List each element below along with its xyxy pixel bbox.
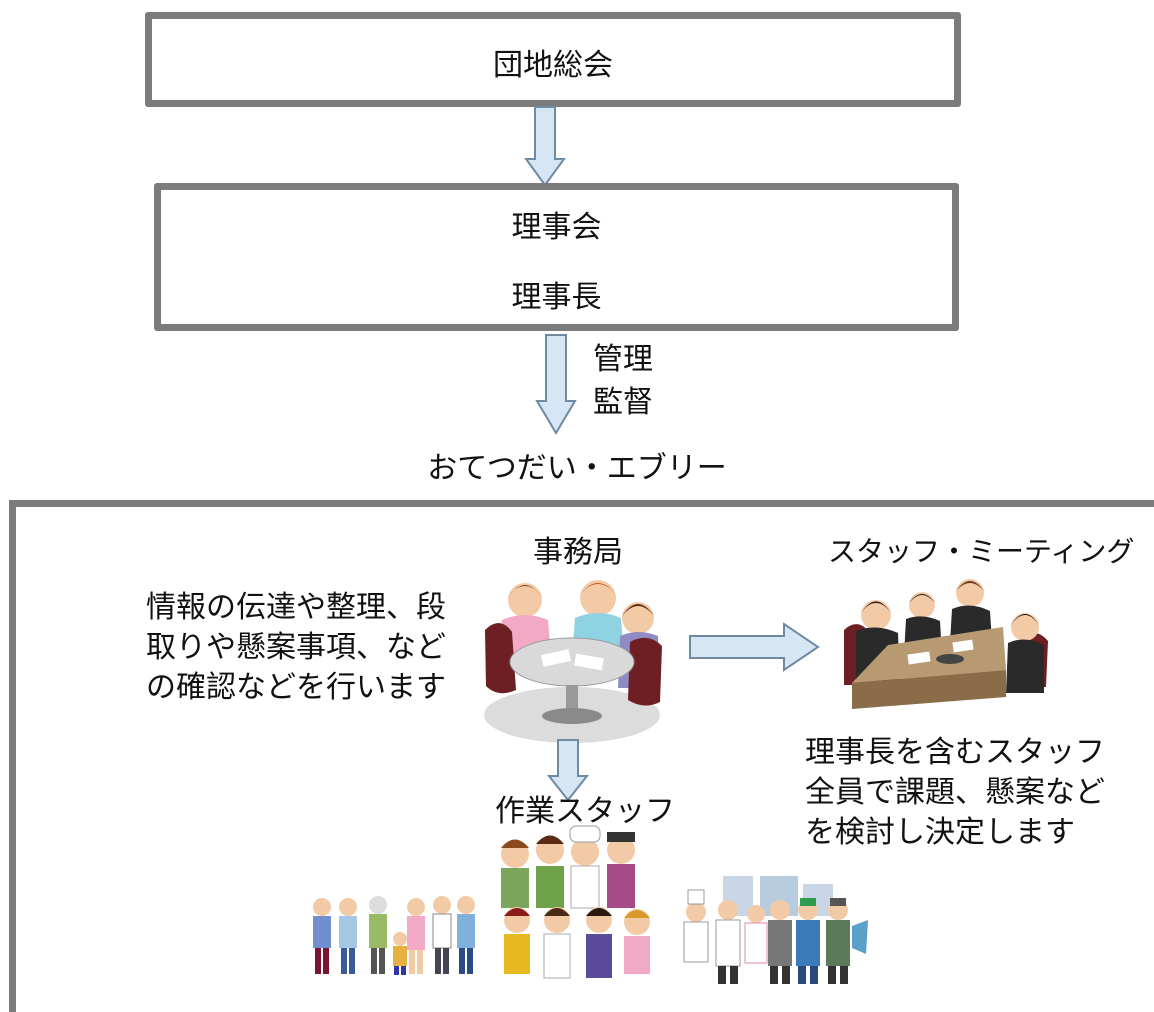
board-box: 理事会 理事長 <box>154 183 959 331</box>
secretariat-description-line: 取りや懸案事項、など <box>146 630 446 665</box>
staff-meeting-description-line: 全員で課題、懸案など <box>805 775 1105 810</box>
oversight-label-management: 管理 <box>593 342 653 377</box>
down-arrow-icon <box>524 106 566 187</box>
down-arrow-icon <box>535 334 577 435</box>
organization-frame <box>9 500 1154 1012</box>
board-title: 理事会 <box>511 210 602 245</box>
workers-group-illustration <box>501 825 650 979</box>
organization-name: おてつだい・エブリー <box>427 451 727 486</box>
round-table-meeting-illustration <box>484 580 662 743</box>
staff-meeting-description: 理事長を含むスタッフ 全員で課題、懸案など を検討し決定します <box>805 733 1105 853</box>
down-arrow-icon <box>546 739 590 802</box>
oversight-label-supervision: 監督 <box>593 385 653 420</box>
professionals-group-illustration <box>683 876 868 984</box>
general-assembly-box: 団地総会 <box>145 12 961 107</box>
secretariat-title: 事務局 <box>533 535 623 570</box>
conference-table-meeting-illustration <box>844 579 1048 709</box>
work-staff-title: 作業スタッフ <box>495 794 675 829</box>
secretariat-description-line: 情報の伝達や整理、段 <box>146 590 446 625</box>
staff-meeting-description-line: を検討し決定します <box>805 815 1075 850</box>
family-group-illustration <box>313 896 475 975</box>
secretariat-description-line: の確認などを行います <box>146 670 446 705</box>
general-assembly-title: 団地総会 <box>493 48 613 83</box>
staff-meeting-description-line: 理事長を含むスタッフ <box>805 735 1105 770</box>
staff-meeting-title: スタッフ・ミーティング <box>828 535 1135 568</box>
right-arrow-icon <box>689 622 820 672</box>
secretariat-description: 情報の伝達や整理、段 取りや懸案事項、など の確認などを行います <box>146 588 446 708</box>
board-chairman: 理事長 <box>511 280 602 315</box>
